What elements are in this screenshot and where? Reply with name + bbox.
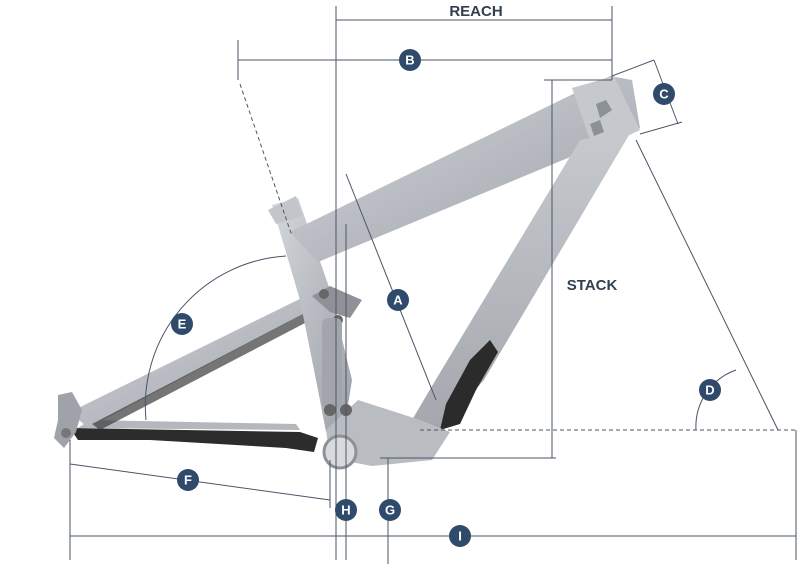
svg-text:C: C — [659, 87, 669, 102]
seatstay-shadow — [92, 302, 330, 430]
badge-f: F — [177, 469, 199, 491]
bottom-bracket — [322, 434, 358, 470]
badge-c: C — [653, 83, 675, 105]
svg-text:A: A — [393, 293, 403, 308]
badge-a: A — [387, 289, 409, 311]
svg-text:D: D — [705, 383, 714, 398]
down-tube-guard — [440, 340, 498, 430]
badge-d: D — [699, 379, 721, 401]
svg-text:H: H — [341, 503, 350, 518]
pivot-upper — [319, 289, 329, 299]
svg-text:E: E — [178, 317, 187, 332]
svg-text:I: I — [458, 529, 462, 544]
chainstay-highlight — [78, 420, 300, 430]
chainstay — [70, 428, 318, 452]
stack-label: STACK — [567, 277, 618, 294]
svg-text:F: F — [184, 473, 192, 488]
f-line — [69, 463, 331, 501]
badge-e: E — [171, 313, 193, 335]
badge-h: H — [335, 499, 357, 521]
seatstay — [70, 290, 330, 428]
bike-frame — [54, 76, 640, 470]
seat-collar — [268, 196, 302, 224]
down-tube — [412, 130, 632, 430]
head-tube-logo — [590, 100, 612, 136]
dimension-lines — [69, 6, 797, 564]
pivot-lower — [324, 404, 336, 416]
dropout-bolt — [61, 428, 71, 438]
badge-i: I — [449, 525, 471, 547]
svg-text:G: G — [385, 503, 395, 518]
reach-label: REACH — [449, 3, 502, 20]
rear-dropout — [54, 392, 82, 448]
badge-b: B — [399, 49, 421, 71]
badge-g: G — [379, 499, 401, 521]
svg-text:B: B — [405, 53, 414, 68]
shock — [322, 318, 342, 408]
